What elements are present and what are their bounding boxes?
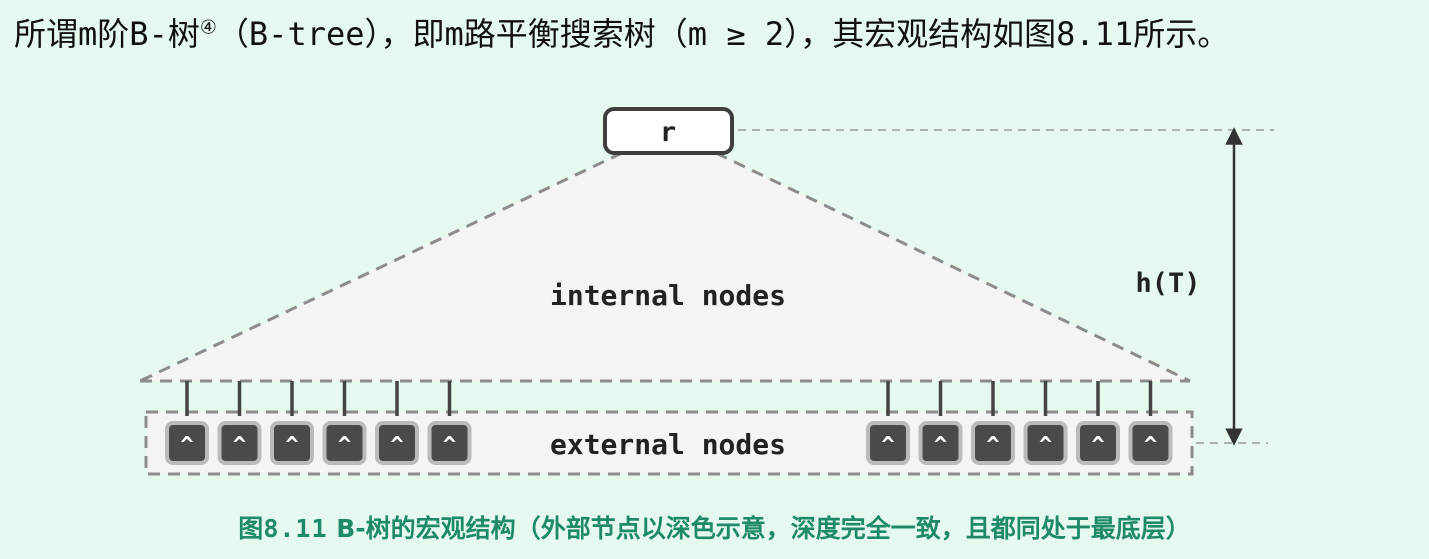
external-node-glyph: ^ [180, 433, 193, 458]
external-node-glyph: ^ [1144, 433, 1157, 458]
triangle-left-edge [139, 151, 623, 383]
intro-m-term-2: m [444, 15, 464, 53]
external-node-right-2[interactable] [918, 421, 963, 465]
external-node-glyph: ^ [986, 433, 999, 458]
height-label: h(T) [1135, 268, 1200, 299]
external-node-right-5[interactable] [1076, 421, 1120, 465]
external-nodes-right-group: ^ ^ ^ ^ ^ ^ [866, 381, 1173, 465]
intro-mid5: ），其宏观结构如图 [784, 15, 1057, 53]
internal-nodes-region [140, 153, 1190, 381]
external-node-glyph: ^ [1091, 433, 1104, 458]
external-node-left-4[interactable] [322, 421, 367, 465]
internal-nodes-label: internal nodes [550, 279, 786, 312]
external-node-glyph: ^ [934, 433, 947, 458]
external-nodes-region [144, 410, 1194, 476]
external-node-glyph: ^ [881, 433, 894, 458]
root-node-label: r [660, 117, 676, 148]
intro-btree-short: B- [129, 15, 168, 53]
caption-title: B-树的宏观结构 [336, 514, 516, 543]
external-node-left-1[interactable] [165, 421, 209, 465]
external-node-right-1[interactable] [866, 421, 910, 465]
external-node-right-4[interactable] [1023, 421, 1068, 465]
intro-paren-open: （ [216, 15, 249, 53]
external-node-left-6[interactable] [427, 421, 472, 465]
intro-condition: m ≥ 2 [687, 15, 785, 53]
intro-mid2: 树 [167, 15, 200, 53]
external-node-glyph: ^ [443, 433, 456, 458]
external-node-glyph: ^ [390, 433, 403, 458]
btree-figure: h(T) r internal nodes external nodes ^^^… [139, 107, 1274, 476]
caption-label: 图 [238, 514, 264, 543]
external-node-glyph: ^ [285, 433, 298, 458]
external-node-glyph: ^ [1039, 433, 1052, 458]
external-node-right-6[interactable] [1128, 421, 1173, 465]
caption-number: 8.11 [263, 514, 328, 543]
intro-pre: 所谓 [14, 15, 79, 53]
external-node-left-5[interactable] [375, 421, 419, 465]
intro-mid4: 路平衡搜索树（ [463, 15, 688, 53]
intro-mid1: 阶 [97, 15, 130, 53]
intro-mid3: ），即 [364, 15, 445, 53]
figure-caption: 图8.11 B-树的宏观结构（外部节点以深色示意，深度完全一致，且都同处于最底层… [0, 510, 1429, 548]
external-node-glyph: ^ [338, 433, 351, 458]
external-nodes-label: external nodes [550, 428, 786, 461]
root-node[interactable] [603, 107, 734, 155]
intro-btree-term: B-tree [248, 15, 365, 53]
intro-figure-ref[interactable]: 8.11 [1056, 15, 1134, 53]
external-node-left-2[interactable] [217, 421, 262, 465]
caption-note: （外部节点以深色示意，深度完全一致，且都同处于最底层） [515, 514, 1191, 543]
intro-paragraph: 所谓m阶B-树④（B-tree），即m路平衡搜索树（m ≥ 2），其宏观结构如图… [14, 12, 1414, 56]
intro-post: 所示。 [1133, 15, 1230, 53]
triangle-right-edge [715, 151, 1191, 383]
external-node-glyph: ^ [233, 433, 246, 458]
external-node-right-3[interactable] [971, 421, 1015, 465]
external-nodes-left-group: ^ ^ ^ ^ ^ ^ [165, 381, 472, 465]
intro-m-term: m [78, 15, 98, 53]
external-node-left-3[interactable] [270, 421, 314, 465]
footnote-marker[interactable]: ④ [199, 16, 217, 39]
